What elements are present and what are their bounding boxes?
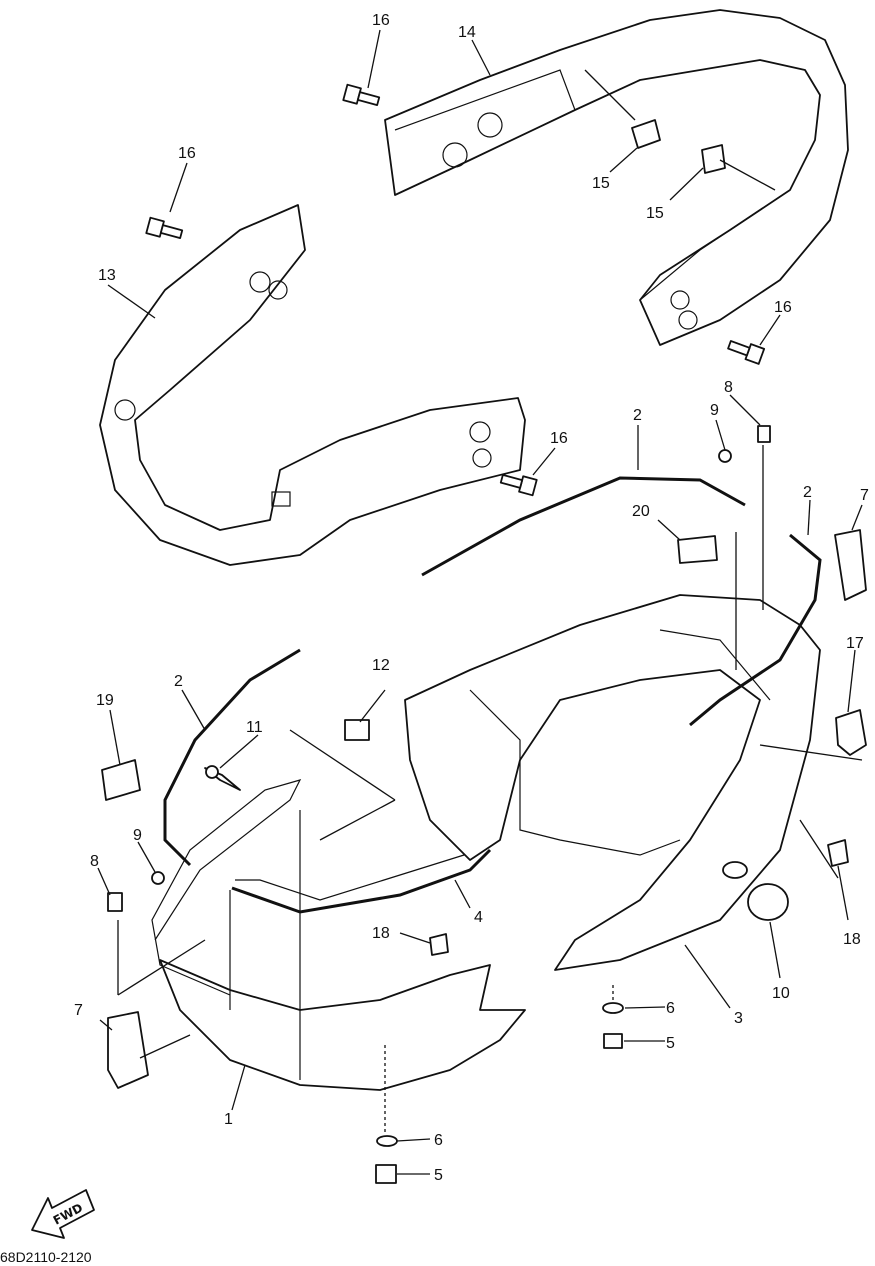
callout-18: 18 xyxy=(372,925,390,942)
callout-13: 13 xyxy=(98,267,116,284)
callout-12: 12 xyxy=(372,657,390,674)
callout-17: 17 xyxy=(846,635,864,652)
callout-18: 18 xyxy=(843,931,861,948)
callout-3: 3 xyxy=(734,1010,743,1027)
callout-4: 4 xyxy=(474,909,483,926)
callout-10: 10 xyxy=(772,985,790,1002)
callout-9: 9 xyxy=(133,827,142,844)
callout-5: 5 xyxy=(434,1167,443,1184)
bolt-16-left xyxy=(145,216,184,239)
callout-15: 15 xyxy=(592,175,610,192)
callout-5: 5 xyxy=(666,1035,675,1052)
callout-7: 7 xyxy=(860,487,869,504)
bolt-16-mid xyxy=(499,474,538,497)
callout-7: 7 xyxy=(74,1002,83,1019)
callout-9: 9 xyxy=(710,402,719,419)
callout-8: 8 xyxy=(90,853,99,870)
fwd-arrow: FWD xyxy=(31,1189,95,1239)
callout-11: 11 xyxy=(246,719,263,736)
callout-19: 19 xyxy=(96,692,114,709)
small-parts xyxy=(101,83,867,1184)
callout-16: 16 xyxy=(550,430,568,447)
part-14-bracket xyxy=(384,9,849,346)
callout-1: 1 xyxy=(224,1111,233,1128)
callout-20: 20 xyxy=(632,503,650,520)
callout-16: 16 xyxy=(372,12,390,29)
bolt-16-top xyxy=(342,83,381,106)
bolt-16-right xyxy=(727,340,766,365)
seal-strips xyxy=(163,476,822,914)
callout-16: 16 xyxy=(774,299,792,316)
callout-2: 2 xyxy=(803,484,812,501)
callout-6: 6 xyxy=(434,1132,443,1149)
callout-14: 14 xyxy=(458,24,476,41)
part-13-bracket xyxy=(99,204,526,566)
callout-2: 2 xyxy=(633,407,642,424)
callout-8: 8 xyxy=(724,379,733,396)
leader-lines xyxy=(97,29,863,1175)
drawing-code: 68D2110-2120 xyxy=(0,1249,92,1265)
callout-15: 15 xyxy=(646,205,664,222)
part-3-cowling-body xyxy=(404,594,821,971)
callout-labels: 16 14 15 15 16 13 16 16 2 8 9 2 7 20 17 … xyxy=(74,12,869,1184)
callout-6: 6 xyxy=(666,1000,675,1017)
callout-16: 16 xyxy=(178,145,196,162)
callout-2: 2 xyxy=(174,673,183,690)
part-1-bottom-cowling xyxy=(151,779,526,1091)
